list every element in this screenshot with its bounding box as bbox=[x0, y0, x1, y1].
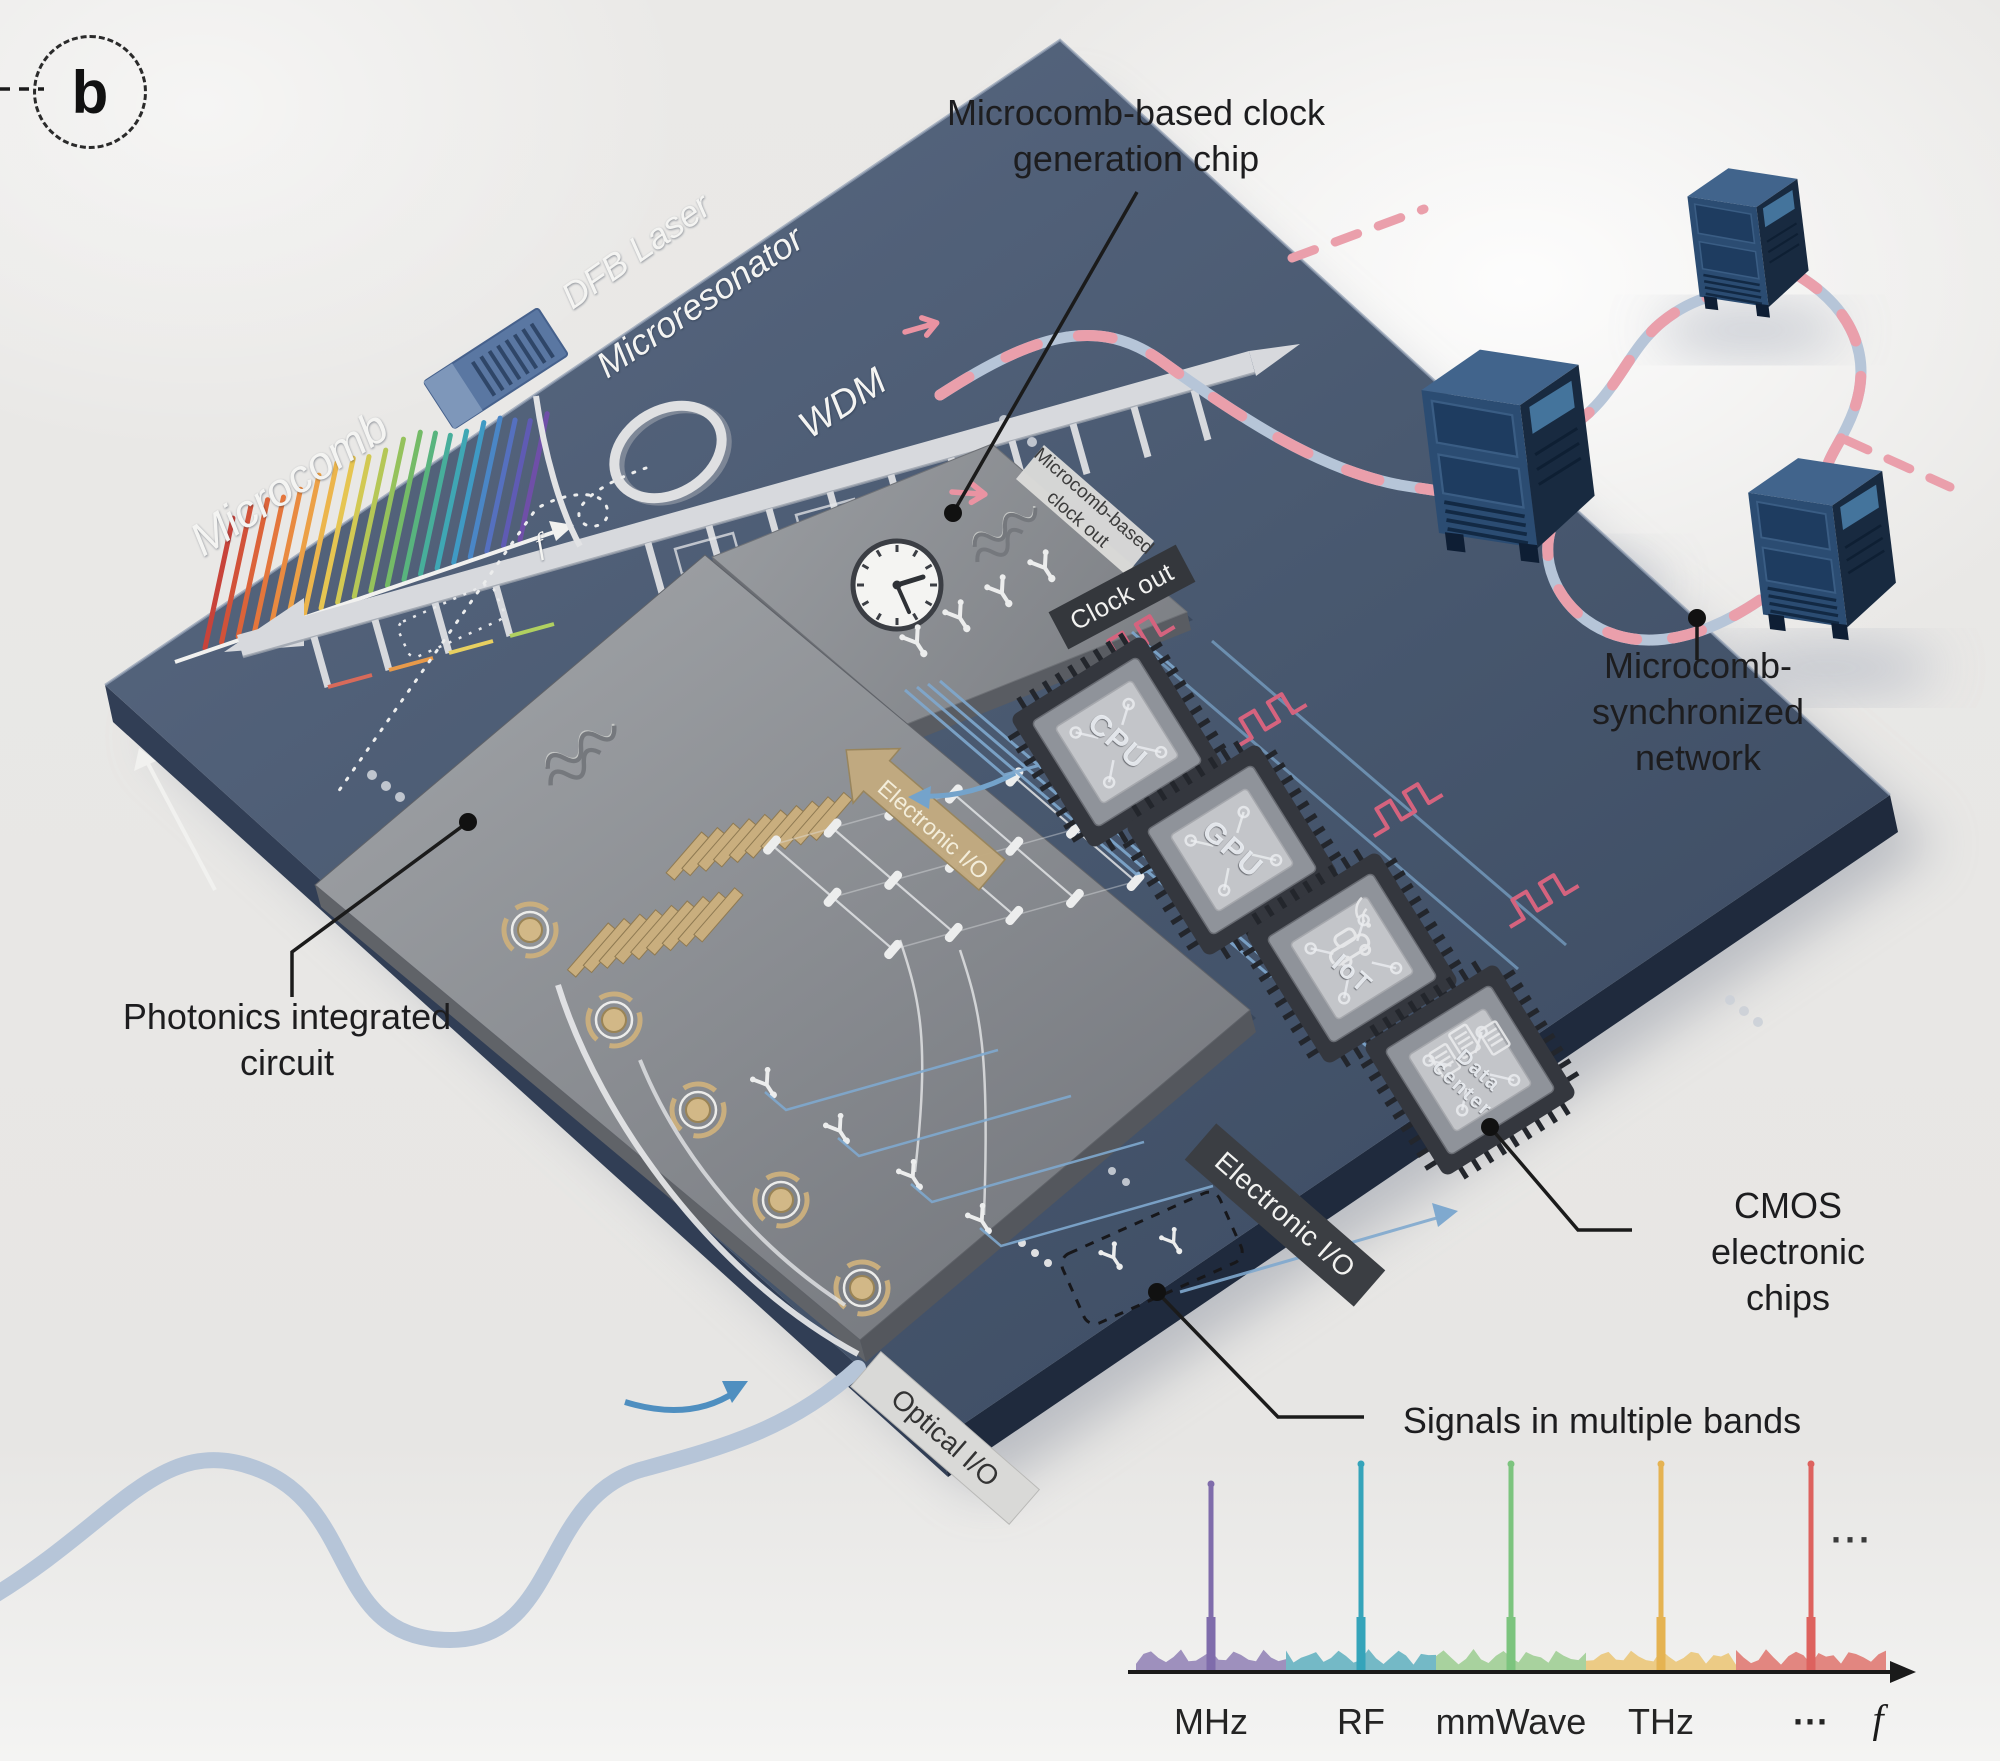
label-spectrum-axis-f: f bbox=[1872, 1696, 1884, 1742]
photonics-integrated-circuit bbox=[314, 554, 1256, 1362]
electronic-io-arrow-banner bbox=[845, 747, 1007, 892]
laser-waveguide bbox=[533, 395, 583, 548]
band-label-mmwave: mmWave bbox=[1435, 1700, 1587, 1742]
blue-flow-arrow-right bbox=[1432, 1203, 1458, 1227]
callout-clock-generation-chip: Microcomb-based clock generation chip bbox=[946, 91, 1326, 179]
comb-generation-dashed-path bbox=[336, 466, 648, 794]
iot-car-icon bbox=[1328, 896, 1372, 968]
microresonator-ring bbox=[609, 400, 732, 506]
multi-band-spectrum bbox=[1136, 1460, 1886, 1671]
band-label-ellipsis: ··· bbox=[1793, 1700, 1829, 1742]
panel-label: b bbox=[71, 58, 109, 126]
callout-lines bbox=[0, 87, 1699, 1419]
band-label-mhz: MHz bbox=[1174, 1700, 1248, 1742]
clock-generation-chip bbox=[711, 443, 1196, 742]
callout-network: Microcomb-synchronized network bbox=[1591, 644, 1805, 779]
electronic-io-banner-dark bbox=[1184, 1123, 1386, 1307]
cmos-chip-packages bbox=[1007, 632, 1580, 1180]
optical-input-arrow bbox=[624, 1389, 737, 1413]
optical-io-banner bbox=[849, 1351, 1041, 1525]
network-fibers bbox=[0, 204, 1955, 1649]
clock-out-banner-dark bbox=[1048, 544, 1196, 650]
data-center-racks-icon bbox=[1428, 1020, 1511, 1079]
dfb-laser bbox=[423, 307, 569, 429]
band-label-rf: RF bbox=[1337, 1700, 1385, 1742]
pd-output-traces bbox=[764, 1048, 1214, 1248]
callout-dots bbox=[459, 504, 1706, 1301]
label-ellipsis-top: ··· bbox=[1831, 1518, 1873, 1560]
panel-label-circle: b bbox=[33, 35, 147, 149]
clock-out-banner-light bbox=[1016, 445, 1154, 575]
signals-dashed-box bbox=[1060, 1190, 1244, 1326]
microcomb-spectrum-plot bbox=[134, 411, 574, 891]
callout-cmos-chips: CMOS electronic chips bbox=[1710, 1184, 1866, 1319]
callout-pic: Photonics integrated circuit bbox=[122, 995, 452, 1083]
band-label-thz: THz bbox=[1628, 1700, 1694, 1742]
callout-signals: Signals in multiple bands bbox=[1402, 1399, 1802, 1441]
